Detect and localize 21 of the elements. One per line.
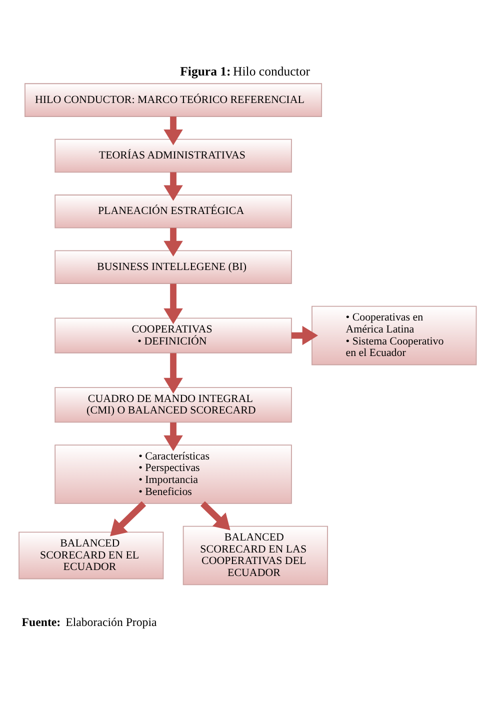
node-box: BALANCED SCORECARD EN LAS COOPERATIVAS DEL ECUADOR: [182, 525, 328, 585]
arrow: [164, 422, 183, 451]
node-box: COOPERATIVAS • DEFINICIÓN: [54, 317, 292, 353]
arrow: [164, 283, 183, 324]
arrow: [164, 227, 183, 256]
arrow: [164, 172, 183, 200]
node-box: BUSINESS INTELLEGENE (BI): [54, 250, 292, 284]
arrow: [164, 116, 183, 145]
node-box: TEORÍAS ADMINISTRATIVAS: [54, 138, 292, 172]
arrow: [164, 352, 183, 394]
node-box: CUADRO DE MANDO INTEGRAL (CMI) O BALANCED SCORECARD: [54, 386, 292, 422]
diagram-title: Figura 1: Hilo conductor: [180, 64, 310, 78]
node-box: • Características • Perspectivas • Importancia • Beneficios: [54, 444, 292, 504]
arrow: [291, 325, 318, 345]
node-box: HILO CONDUCTOR: MARCO TEÓRICO REFERENCIAL: [24, 82, 322, 116]
node-box: BALANCED SCORECARD EN EL ECUADOR: [18, 531, 164, 579]
node-box: • Cooperativas en América Latina • Sistema Cooperativo en el Ecuador: [312, 305, 477, 365]
arrow: [110, 500, 146, 536]
caption: Fuente: Elaboración Propia: [22, 614, 157, 629]
node-box: PLANEACIÓN ESTRATÉGICA: [54, 194, 292, 228]
arrow: [200, 500, 230, 530]
